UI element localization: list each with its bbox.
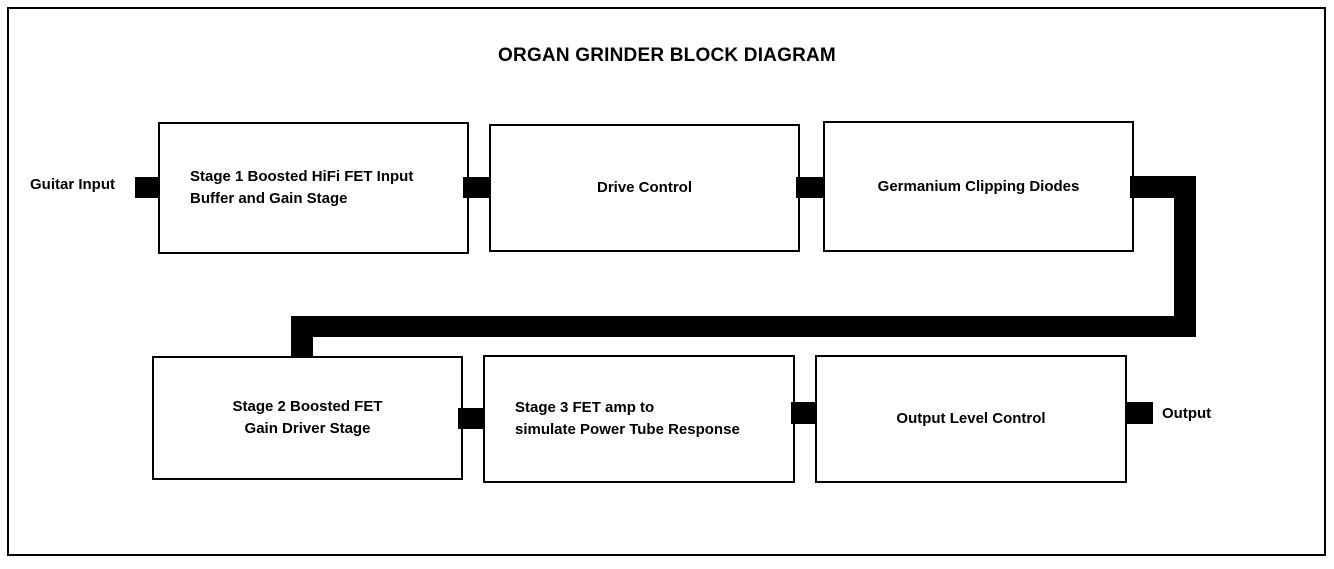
connector-stage3-to-output-level xyxy=(791,402,821,424)
diagram-title: ORGAN GRINDER BLOCK DIAGRAM xyxy=(498,45,836,66)
block-stage-3-label: Stage 3 FET amp to simulate Power Tube R… xyxy=(485,397,793,441)
block-stage-3-line1: Stage 3 FET amp to xyxy=(515,399,655,417)
block-stage-2: Stage 2 Boosted FET Gain Driver Stage xyxy=(152,356,463,480)
guitar-input-label: Guitar Input xyxy=(30,176,115,193)
block-stage-1-line2: Buffer and Gain Stage xyxy=(190,190,348,207)
block-germanium-clipping-diodes-label: Germanium Clipping Diodes xyxy=(825,176,1132,198)
block-stage-2-line2: Gain Driver Stage xyxy=(244,420,371,437)
connector-output-level-to-output xyxy=(1125,402,1153,424)
block-stage-2-label: Stage 2 Boosted FET Gain Driver Stage xyxy=(154,396,461,440)
block-stage-1-line1: Stage 1 Boosted HiFi FET Input xyxy=(190,168,414,186)
routing-segment-horizontal-bus xyxy=(291,316,1196,337)
page-border xyxy=(7,7,1326,556)
connector-stage2-to-stage3 xyxy=(458,408,490,429)
routing-segment-vertical-left xyxy=(291,316,313,358)
block-stage-2-line1: Stage 2 Boosted FET xyxy=(232,398,383,416)
connector-input-to-stage1 xyxy=(135,177,160,198)
block-output-level-control-line1: Output Level Control xyxy=(896,410,1046,428)
block-output-level-control: Output Level Control xyxy=(815,355,1127,483)
block-drive-control: Drive Control xyxy=(489,124,800,252)
block-stage-1: Stage 1 Boosted HiFi FET Input Buffer an… xyxy=(158,122,469,254)
block-germanium-clipping-diodes: Germanium Clipping Diodes xyxy=(823,121,1134,252)
block-germanium-clipping-diodes-line1: Germanium Clipping Diodes xyxy=(877,177,1080,195)
block-output-level-control-label: Output Level Control xyxy=(817,408,1125,430)
routing-segment-vertical-right xyxy=(1174,176,1196,336)
connector-drive-to-diodes xyxy=(796,177,828,198)
block-stage-3: Stage 3 FET amp to simulate Power Tube R… xyxy=(483,355,795,483)
block-stage-1-label: Stage 1 Boosted HiFi FET Input Buffer an… xyxy=(160,166,467,210)
connector-stage1-to-drive xyxy=(463,177,495,198)
output-label: Output xyxy=(1162,405,1212,422)
block-drive-control-line1: Drive Control xyxy=(596,179,692,197)
block-drive-control-label: Drive Control xyxy=(491,177,798,199)
block-stage-3-line2: simulate Power Tube Response xyxy=(515,421,740,438)
